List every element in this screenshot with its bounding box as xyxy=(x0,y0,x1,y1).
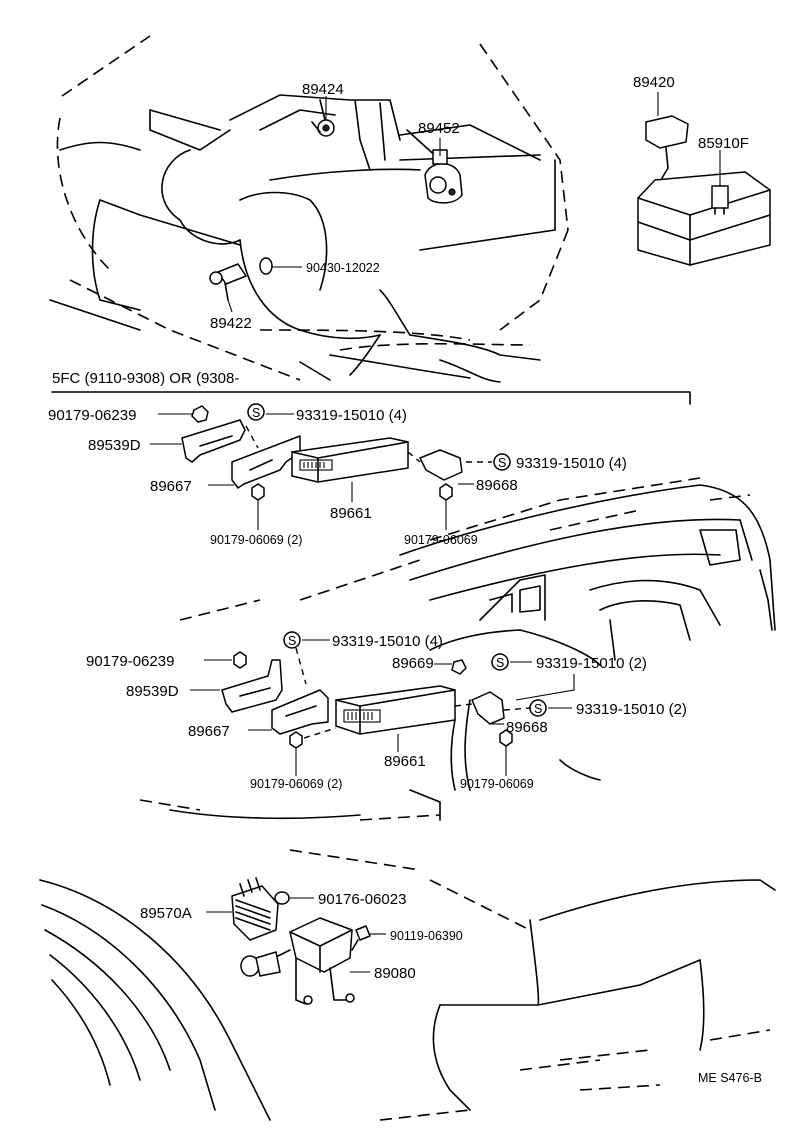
label-89669: 89669 xyxy=(392,655,434,672)
label-90119-06390: 90119-06390 xyxy=(390,929,463,943)
label-90179-06239: 90179-06239 xyxy=(48,407,136,424)
label-89667: 89667 xyxy=(188,723,230,740)
label-93319-15010-2: 93319-15010 (2) xyxy=(576,701,687,718)
part-89452-sensor xyxy=(406,129,463,204)
label-90179-06069-2: 90179-06069 (2) xyxy=(210,533,302,547)
body-panel-outline xyxy=(39,849,776,1121)
condition-label: 5FC (9110-9308) OR (9308- xyxy=(52,370,239,387)
bottom-parts xyxy=(206,877,386,1005)
label-89667: 89667 xyxy=(150,478,192,495)
label-89420: 89420 xyxy=(633,74,675,91)
reference-code: ME S476-B xyxy=(698,1071,762,1085)
dashboard-outline xyxy=(139,477,776,821)
section2-parts xyxy=(190,639,575,776)
svg-text:S: S xyxy=(534,702,542,716)
label-89661: 89661 xyxy=(330,505,372,522)
label-93319-15010-4: 93319-15010 (4) xyxy=(296,407,407,424)
section1-parts xyxy=(150,405,492,530)
washer-90430-icon xyxy=(259,257,273,275)
s-mark-icon: S xyxy=(529,699,547,717)
s-mark-icon: S xyxy=(491,653,509,671)
svg-text:S: S xyxy=(496,656,504,670)
label-89422: 89422 xyxy=(210,315,252,332)
label-90179-06069: 90179-06069 xyxy=(460,777,534,791)
label-89424: 89424 xyxy=(302,81,344,98)
top-leader-lines xyxy=(227,96,441,313)
condition-bracket xyxy=(51,391,691,405)
label-89661: 89661 xyxy=(384,753,426,770)
label-90176-06023: 90176-06023 xyxy=(318,891,406,908)
engine-outline xyxy=(49,35,569,383)
s-mark-icon: S xyxy=(493,453,511,471)
label-89668: 89668 xyxy=(506,719,548,736)
part-89420-box xyxy=(637,92,771,266)
part-89422-sensor xyxy=(209,257,302,301)
label-90179-06239: 90179-06239 xyxy=(86,653,174,670)
s-mark-icon: S xyxy=(283,631,301,649)
label-89668: 89668 xyxy=(476,477,518,494)
label-89452: 89452 xyxy=(418,120,460,137)
s-mark-icon: S xyxy=(247,403,265,421)
label-93319-15010-2: 93319-15010 (2) xyxy=(536,655,647,672)
svg-text:S: S xyxy=(288,634,296,648)
label-93319-15010-4: 93319-15010 (4) xyxy=(516,455,627,472)
label-89570A: 89570A xyxy=(140,905,192,922)
label-90430-12022: 90430-12022 xyxy=(306,261,380,275)
label-89539D: 89539D xyxy=(88,437,141,454)
label-89539D: 89539D xyxy=(126,683,179,700)
svg-text:S: S xyxy=(498,456,506,470)
label-89080: 89080 xyxy=(374,965,416,982)
label-90179-06069: 90179-06069 xyxy=(404,533,478,547)
label-90179-06069-2: 90179-06069 (2) xyxy=(250,777,342,791)
part-89424-sensor xyxy=(311,99,335,137)
label-93319-15010-4: 93319-15010 (4) xyxy=(332,633,443,650)
label-85910F: 85910F xyxy=(698,135,749,152)
svg-text:S: S xyxy=(252,406,260,420)
